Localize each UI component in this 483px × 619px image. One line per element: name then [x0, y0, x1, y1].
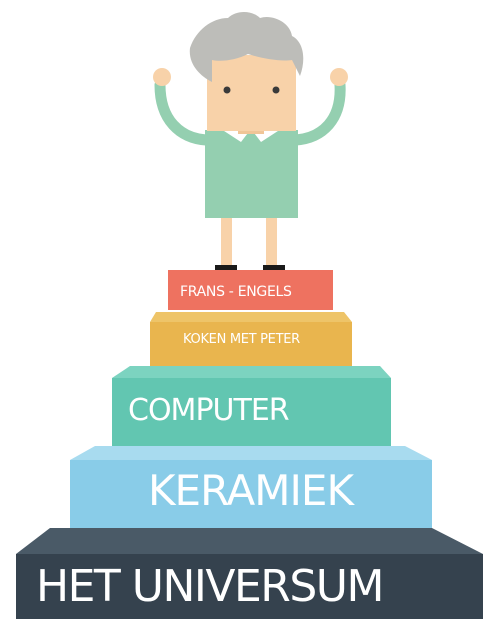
step-koken-met-peter [150, 312, 352, 366]
right-leg [266, 214, 277, 268]
right-eye [272, 86, 280, 94]
right-shoe [263, 265, 285, 270]
hair [189, 12, 304, 82]
left-leg [221, 214, 232, 268]
step-label-keramiek: KERAMIEK [148, 466, 354, 515]
left-shoe [215, 265, 237, 270]
shirt [205, 130, 298, 218]
step-label-koken-met-peter: KOKEN MET PETER [183, 332, 300, 347]
step-keramiek [70, 446, 432, 528]
head [207, 55, 296, 131]
right-arm [290, 79, 346, 146]
step-label-het-universum: HET UNIVERSUM [36, 561, 384, 612]
left-eye [223, 86, 231, 94]
left-hand [153, 68, 171, 86]
left-arm [154, 79, 212, 146]
step-label-computer: COMPUTER [128, 393, 290, 428]
step-het-universum [16, 528, 483, 619]
right-hand [330, 68, 348, 86]
step-label-frans-engels: FRANS - ENGELS [180, 284, 292, 300]
step-frans-engels [168, 270, 333, 310]
character [153, 12, 348, 270]
step-computer [112, 366, 391, 446]
